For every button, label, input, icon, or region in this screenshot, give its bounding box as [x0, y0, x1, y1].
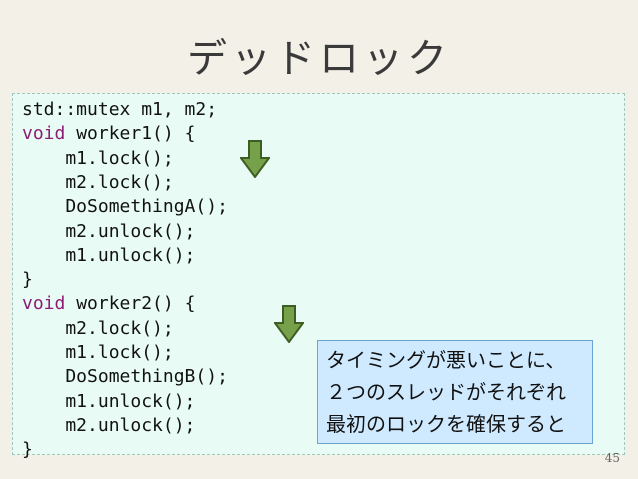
- code-line: std::mutex m1, m2;: [22, 98, 217, 122]
- code-text: m2.lock();: [22, 317, 174, 339]
- code-keyword: void: [22, 123, 66, 145]
- code-line: m1.unlock();: [22, 244, 195, 268]
- code-line: void worker2() {: [22, 292, 195, 316]
- callout-line: 最初のロックを確保すると: [326, 412, 566, 436]
- code-line: m2.lock();: [22, 171, 174, 195]
- code-text: DoSomethingB();: [22, 366, 228, 388]
- code-text: DoSomethingA();: [22, 196, 228, 218]
- code-text: m2.unlock();: [22, 414, 196, 436]
- code-line: }: [22, 268, 33, 292]
- callout-line: ２つのスレッドがそれぞれ: [326, 380, 566, 404]
- code-text: worker1() {: [65, 123, 196, 145]
- code-line: m1.lock();: [22, 147, 174, 171]
- code-line: m2.unlock();: [22, 220, 195, 244]
- code-line: m2.unlock();: [22, 414, 195, 438]
- code-text: m1.unlock();: [22, 390, 196, 412]
- code-keyword: void: [22, 293, 66, 315]
- callout-box: タイミングが悪いことに、 ２つのスレッドがそれぞれ 最初のロックを確保すると: [317, 340, 593, 444]
- page-number: 45: [604, 451, 620, 465]
- code-text: }: [22, 439, 33, 461]
- code-line: DoSomethingA();: [22, 195, 228, 219]
- code-text: }: [22, 269, 33, 291]
- down-arrow-icon: [240, 140, 270, 178]
- code-line: m1.unlock();: [22, 390, 195, 414]
- code-line: m2.lock();: [22, 317, 174, 341]
- code-line: DoSomethingB();: [22, 365, 228, 389]
- code-text: worker2() {: [65, 293, 196, 315]
- code-text: m2.unlock();: [22, 220, 196, 242]
- code-line: }: [22, 438, 33, 462]
- callout-line: タイミングが悪いことに、: [326, 348, 566, 372]
- code-line: m1.lock();: [22, 341, 174, 365]
- code-text: std::mutex m1, m2;: [22, 99, 218, 120]
- down-arrow-icon: [274, 305, 304, 343]
- code-line: void worker1() {: [22, 122, 195, 146]
- code-text: m1.unlock();: [22, 244, 196, 266]
- code-text: m2.lock();: [22, 171, 174, 193]
- slide-title: デッドロック: [187, 36, 451, 82]
- code-text: m1.lock();: [22, 342, 174, 363]
- code-text: m1.lock();: [22, 147, 174, 169]
